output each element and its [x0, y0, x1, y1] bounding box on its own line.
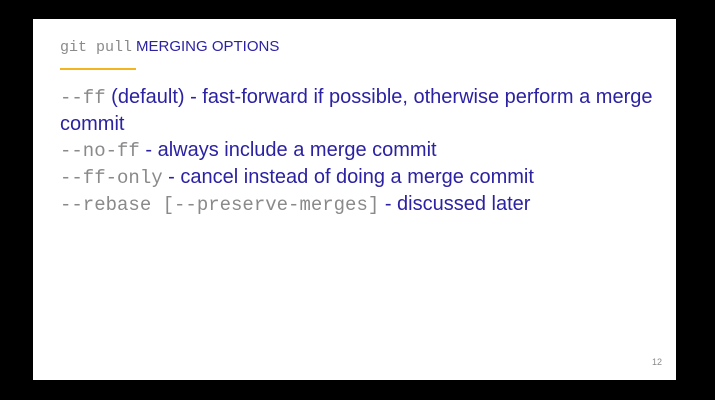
- option-flag: --no-ff: [60, 140, 140, 162]
- title-command: git pull: [60, 39, 133, 56]
- option-description: (default) - fast-forward if possible, ot…: [60, 86, 653, 135]
- title-text: MERGING OPTIONS: [136, 38, 280, 55]
- option-flag: --rebase [--preserve-merges]: [60, 194, 380, 216]
- option-no-ff: --no-ff - always include a merge commit: [60, 137, 660, 164]
- page-number: 12: [651, 357, 662, 367]
- slide-title: git pull MERGING OPTIONS: [60, 36, 279, 59]
- option-flag: --ff: [60, 87, 106, 109]
- option-ff: --ff (default) - fast-forward if possibl…: [60, 84, 660, 137]
- option-description: - cancel instead of doing a merge commit: [162, 166, 534, 188]
- option-rebase: --rebase [--preserve-merges] - discussed…: [60, 191, 660, 218]
- option-description: - discussed later: [379, 193, 531, 215]
- options-list: --ff (default) - fast-forward if possibl…: [60, 84, 660, 218]
- title-underline: [60, 68, 136, 70]
- option-description: - always include a merge commit: [139, 139, 437, 161]
- option-ff-only: --ff-only - cancel instead of doing a me…: [60, 164, 660, 191]
- option-flag: --ff-only: [60, 167, 163, 189]
- slide: git pull MERGING OPTIONS --ff (default) …: [33, 19, 676, 380]
